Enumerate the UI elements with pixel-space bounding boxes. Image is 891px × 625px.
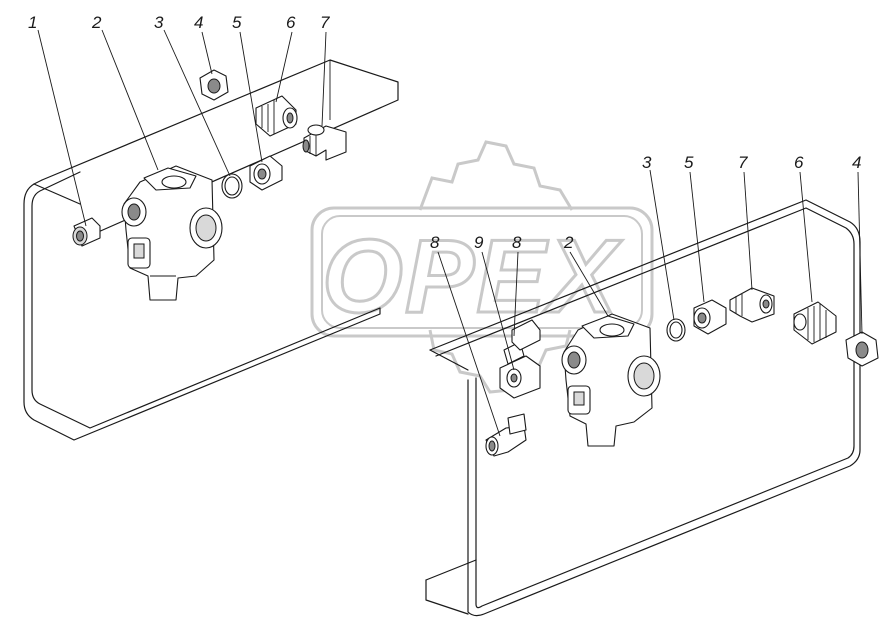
callout-9: 9	[474, 233, 484, 252]
part-2-valve-upper	[121, 165, 223, 301]
callout-8-left: 8	[430, 233, 440, 252]
part-6-union-lower	[793, 301, 837, 345]
part-4-nut-upper	[199, 69, 229, 101]
part-5-fitting-upper	[249, 155, 283, 191]
part-7-elbow-lower	[729, 287, 775, 323]
callout-6-lower: 6	[794, 153, 804, 172]
callout-8-right: 8	[512, 233, 522, 252]
part-4-nut-lower	[845, 331, 879, 367]
part-1-plug	[72, 217, 101, 247]
watermark-frame	[310, 206, 654, 338]
callout-4: 4	[194, 13, 203, 32]
watermark: OPEX	[310, 140, 654, 394]
part-3-oring-lower	[666, 318, 686, 342]
callout-7-lower: 7	[738, 153, 748, 172]
callout-2-lower: 2	[563, 233, 574, 252]
leader-lines	[37, 29, 863, 437]
callout-5-lower: 5	[684, 153, 694, 172]
watermark-gear	[418, 140, 574, 394]
part-3-oring-upper	[221, 173, 243, 199]
part-7-elbow-upper	[302, 124, 347, 161]
callout-2: 2	[91, 13, 102, 32]
callout-3-lower: 3	[642, 153, 652, 172]
callout-4-lower: 4	[852, 153, 861, 172]
callout-7: 7	[320, 13, 330, 32]
bracket-right	[425, 199, 861, 617]
bracket-left	[23, 59, 399, 441]
part-8-elbow-lower	[485, 413, 527, 457]
callout-6: 6	[286, 13, 296, 32]
part-6-union-upper	[255, 95, 298, 137]
callout-3: 3	[154, 13, 164, 32]
part-5-fitting-lower	[693, 299, 727, 335]
part-9-tee-fitting	[499, 319, 541, 399]
callout-5: 5	[232, 13, 242, 32]
watermark-frame-inner	[321, 215, 643, 329]
part-2-valve-lower	[561, 313, 661, 447]
watermark-text: OPEX	[322, 219, 623, 335]
callout-1: 1	[28, 13, 37, 32]
callouts: 1 2 3 4 5 6 7 8 9 8 2 3 5 7 6 4	[28, 13, 861, 252]
